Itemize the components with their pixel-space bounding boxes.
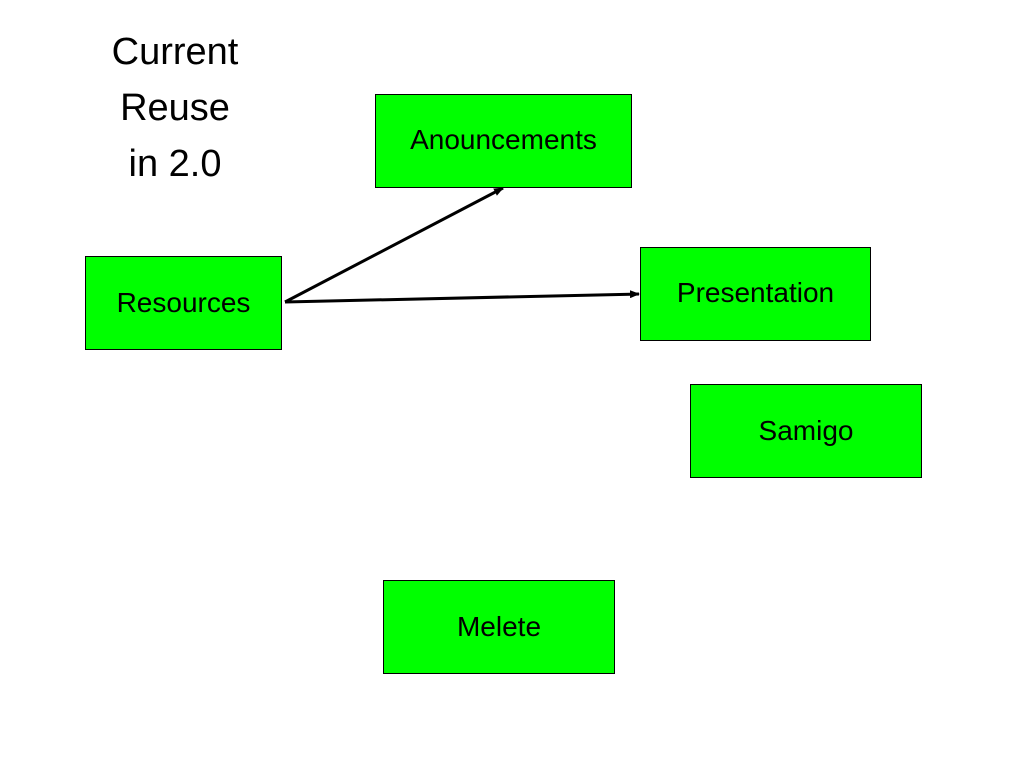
slide-title: Current Reuse in 2.0 — [90, 24, 260, 192]
edge-resources-to-presentation — [284, 290, 640, 304]
title-line-3: in 2.0 — [128, 143, 222, 185]
node-melete-label: Melete — [456, 611, 542, 642]
node-announcements: Anouncements — [375, 94, 632, 188]
title-line-1: Current — [111, 31, 239, 73]
edge-resources-to-announcements — [284, 186, 504, 304]
node-melete: Melete — [383, 580, 615, 674]
node-samigo: Samigo — [690, 384, 922, 478]
title-line-2: Reuse — [120, 87, 230, 129]
node-announcements-label: Anouncements — [410, 124, 597, 155]
node-samigo-label: Samigo — [758, 415, 854, 446]
node-presentation-label: Presentation — [676, 277, 835, 308]
node-presentation: Presentation — [640, 247, 871, 341]
node-resources: Resources — [85, 256, 282, 350]
node-resources-label: Resources — [116, 287, 251, 318]
